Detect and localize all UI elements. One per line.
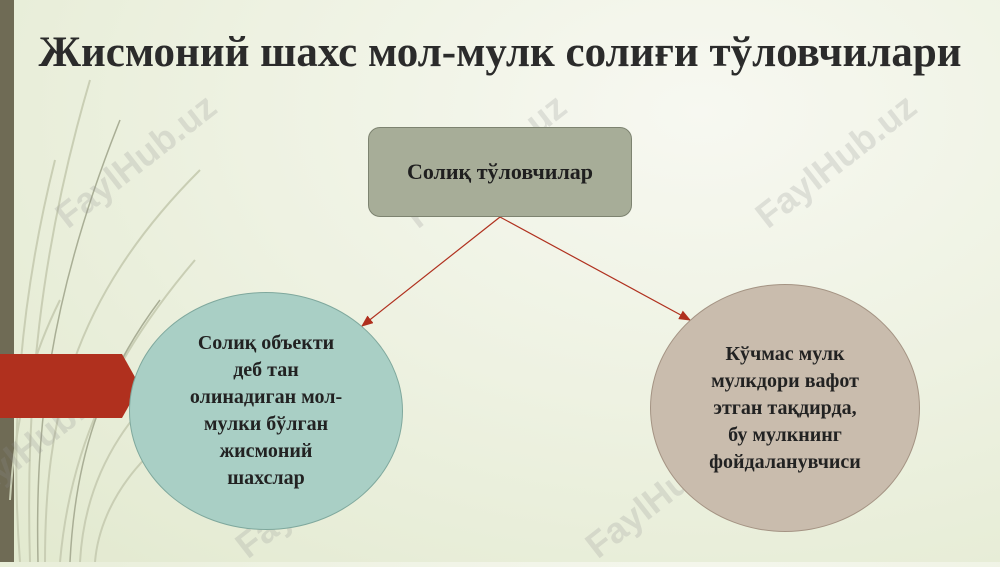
page-title: Жисмоний шахс мол-мулк солиғи тўловчилар…	[38, 29, 962, 76]
arrow-to-right-node	[499, 216, 692, 321]
left-node-label: Солиқ объекти деб тан олинадиган мол- му…	[189, 332, 343, 489]
accent-tab	[0, 354, 140, 418]
root-node-label: Солиқ тўловчилар	[406, 159, 594, 184]
right-node-label: Кўчмас мулк мулкдори вафот этган тақдирд…	[709, 342, 861, 473]
arrow-to-left-node	[361, 216, 501, 327]
left-node: Солиқ объекти деб тан олинадиган мол- му…	[129, 292, 403, 530]
right-node: Кўчмас мулк мулкдори вафот этган тақдирд…	[650, 284, 920, 532]
left-decor-bar	[0, 0, 14, 562]
watermark: FaylHub.uz	[747, 85, 924, 236]
root-node: Солиқ тўловчилар	[368, 127, 632, 217]
